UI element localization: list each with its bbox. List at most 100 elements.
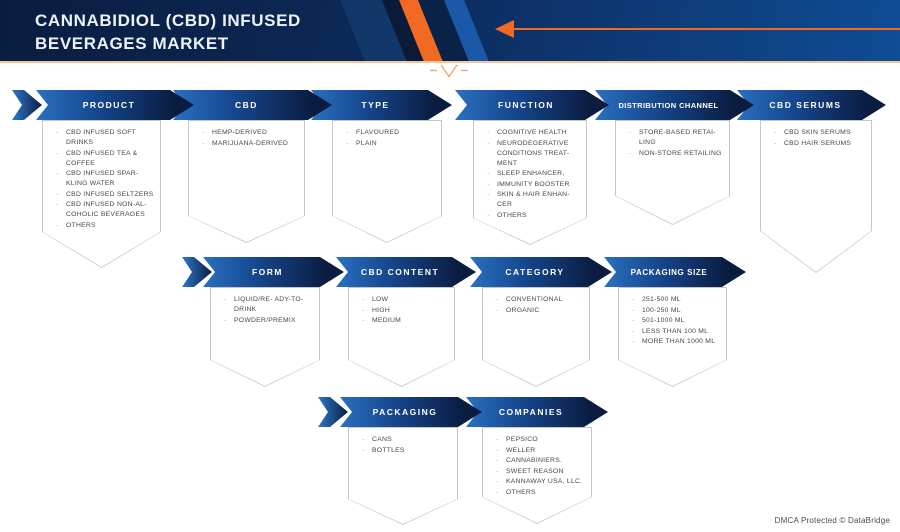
list-item: · SLEEP ENHANCER,	[487, 169, 580, 179]
list-item-label: KANNAWAY USA, LLC.	[506, 478, 583, 485]
list-item: ·MORE THAN 1000 ML	[632, 337, 720, 347]
segment-items: ·LOW·HIGH·MEDIUM	[349, 288, 454, 326]
segment-header-category: CATEGORY	[470, 257, 612, 287]
bullet-icon: ·	[496, 467, 499, 475]
bullet-icon: ·	[56, 190, 59, 198]
list-item-label: CANNABINIERS.	[506, 457, 563, 464]
list-item-label: SKIN & HAIR ENHAN- CER	[497, 191, 570, 208]
segment-list-product: · CBD INFUSED SOFT DRINKS ·CBD INFUSED TEA…	[42, 120, 161, 268]
list-item: · KANNAWAY USA, LLC.	[496, 477, 585, 487]
list-item: ·100-250 ML	[632, 306, 720, 316]
segment-list-cbd: ·HEMP-DERIVED·MARIJUANA-DERIVED	[188, 120, 305, 243]
list-item: ·OTHERS	[56, 221, 154, 231]
list-item: ·CANS	[362, 435, 451, 445]
list-item: ·CBD INFUSED NON-AL- COHOLIC BEVERAGES	[56, 200, 154, 220]
list-item: ·PEPSICO	[496, 435, 585, 445]
list-item: ·BOTTLES	[362, 446, 451, 456]
list-item: ·CBD INFUSED TEA & COFFEE	[56, 149, 154, 169]
list-item-label: CBD INFUSED NON-AL- COHOLIC BEVERAGES	[66, 201, 147, 218]
segment-header-packaging-size: PACKAGING SIZE	[604, 257, 746, 287]
bullet-icon: ·	[224, 316, 227, 324]
segment-list-surface: ·FLAVOURED·PLAIN	[333, 121, 441, 242]
list-item-label: 251-500 ML	[642, 296, 681, 303]
segment-list-packaging-size: ·251-500 ML·100-250 ML·501-1000 ML·LESS …	[618, 287, 727, 387]
segment-list-packaging: ·CANS·BOTTLES	[348, 427, 458, 525]
segment-title: PACKAGING SIZE	[630, 267, 708, 277]
segment-list-surface: ·HEMP-DERIVED·MARIJUANA-DERIVED	[189, 121, 304, 242]
header-bar: CANNABIDIOL (CBD) INFUSED BEVERAGES MARK…	[0, 0, 900, 63]
bullet-icon: ·	[362, 296, 365, 303]
list-item: ·CBD INFUSED SPAR- KLING WATER	[56, 169, 154, 189]
v-mark-icon	[430, 64, 468, 78]
list-item-label: CANS	[372, 436, 392, 443]
segment-items: ·COGNITIVE HEALTH·NEURODEGERATIVE CONDIT…	[474, 121, 586, 221]
list-item: ·LOW	[362, 295, 448, 305]
bullet-icon: ·	[632, 306, 635, 314]
bullet-icon: ·	[632, 327, 635, 335]
list-item-label: PEPSICO	[506, 436, 538, 443]
list-item-label: CBD INFUSED SOFT DRINKS	[66, 129, 136, 146]
list-item: ·FLAVOURED	[346, 128, 435, 138]
bullet-icon: ·	[56, 221, 59, 229]
segment-items: ·FLAVOURED·PLAIN	[333, 121, 441, 149]
list-item: ·OTHERS	[496, 488, 585, 498]
bullet-icon: ·	[496, 478, 499, 485]
segment-list-surface: ·CONVENTIONAL·ORGANIC	[483, 288, 589, 386]
bullet-icon: ·	[346, 139, 349, 147]
list-item-label: IMMUNITY BOOSTER	[497, 180, 570, 188]
segment-header-form: FORM	[203, 257, 344, 287]
page-title: CANNABIDIOL (CBD) INFUSED BEVERAGES MARK…	[35, 9, 301, 55]
segment-list-function: ·COGNITIVE HEALTH·NEURODEGERATIVE CONDIT…	[473, 120, 587, 245]
list-item-label: SLEEP ENHANCER,	[497, 170, 565, 177]
bullet-icon: ·	[629, 149, 632, 157]
list-item: · CBD INFUSED SOFT DRINKS	[56, 128, 154, 148]
bullet-icon: ·	[56, 129, 59, 136]
segment-list-category: ·CONVENTIONAL·ORGANIC	[482, 287, 590, 387]
segment-items: ·PEPSICO·WELLER·CANNABINIERS.·SWEET REAS…	[483, 428, 591, 498]
list-item-label: CBD INFUSED SELTZERS	[66, 190, 154, 198]
segment-title: DISTRIBUTION CHANNEL	[618, 100, 719, 110]
list-item: ·501-1000 ML	[632, 316, 720, 326]
bullet-icon: ·	[487, 129, 490, 136]
bullet-icon: ·	[202, 139, 205, 147]
bullet-icon: ·	[774, 139, 777, 147]
list-item: ·HIGH	[362, 306, 448, 316]
segment-header-product: PRODUCT	[36, 90, 194, 120]
list-item-label: CBD SKIN SERUMS	[784, 129, 851, 136]
segment-title: COMPANIES	[498, 407, 564, 417]
segment-header-companies: COMPANIES	[466, 397, 608, 427]
segment-list-cbd-serums: ·CBD SKIN SERUMS·CBD HAIR SERUMS	[760, 120, 872, 273]
bullet-icon: ·	[56, 149, 59, 157]
segment-list-surface: ·LIQUID/RE- ADY-TO-DRINK·POWDER/PREMIX	[211, 288, 319, 386]
list-item: ·COGNITIVE HEALTH	[487, 128, 580, 138]
segment-header-distribution-channel: DISTRIBUTION CHANNEL	[595, 90, 754, 120]
segment-title: CATEGORY	[505, 267, 565, 277]
list-item: ·CANNABINIERS.	[496, 456, 585, 466]
list-item-label: LIQUID/RE- ADY-TO-DRINK	[234, 296, 304, 313]
row-1-lead-chevron-icon	[12, 90, 42, 120]
segment-list-surface: ·LOW·HIGH·MEDIUM	[349, 288, 454, 386]
list-item-label: ORGANIC	[506, 306, 540, 314]
segment-list-cbd-content: ·LOW·HIGH·MEDIUM	[348, 287, 455, 387]
bullet-icon: ·	[487, 191, 490, 198]
list-item: ·STORE-BASED RETAI- LING	[629, 128, 723, 148]
list-item: ·LIQUID/RE- ADY-TO-DRINK	[224, 295, 313, 315]
segment-items: ·STORE-BASED RETAI- LING·NON-STORE RETAI…	[616, 121, 729, 159]
segment-title: PACKAGING	[372, 407, 438, 417]
segment-list-surface: ·251-500 ML·100-250 ML·501-1000 ML·LESS …	[619, 288, 726, 386]
bullet-icon: ·	[629, 129, 632, 136]
list-item: ·OTHERS	[487, 211, 580, 221]
segment-list-surface: ·COGNITIVE HEALTH·NEURODEGERATIVE CONDIT…	[474, 121, 586, 244]
list-item-label: WELLER	[506, 446, 536, 454]
segment-title: CBD	[235, 100, 258, 110]
list-item: ·251-500 ML	[632, 295, 720, 305]
list-item-label: NEURODEGERATIVE CONDITIONS TREAT- MENT	[497, 139, 570, 167]
segment-title: FORM	[251, 267, 284, 277]
list-item-label: BOTTLES	[372, 446, 405, 454]
segment-list-surface: · CBD INFUSED SOFT DRINKS ·CBD INFUSED TEA…	[43, 121, 160, 267]
segment-list-form: ·LIQUID/RE- ADY-TO-DRINK·POWDER/PREMIX	[210, 287, 320, 387]
list-item-label: MARIJUANA-DERIVED	[212, 139, 289, 147]
segment-header-packaging: PACKAGING	[340, 397, 482, 427]
bullet-icon: ·	[487, 170, 490, 177]
